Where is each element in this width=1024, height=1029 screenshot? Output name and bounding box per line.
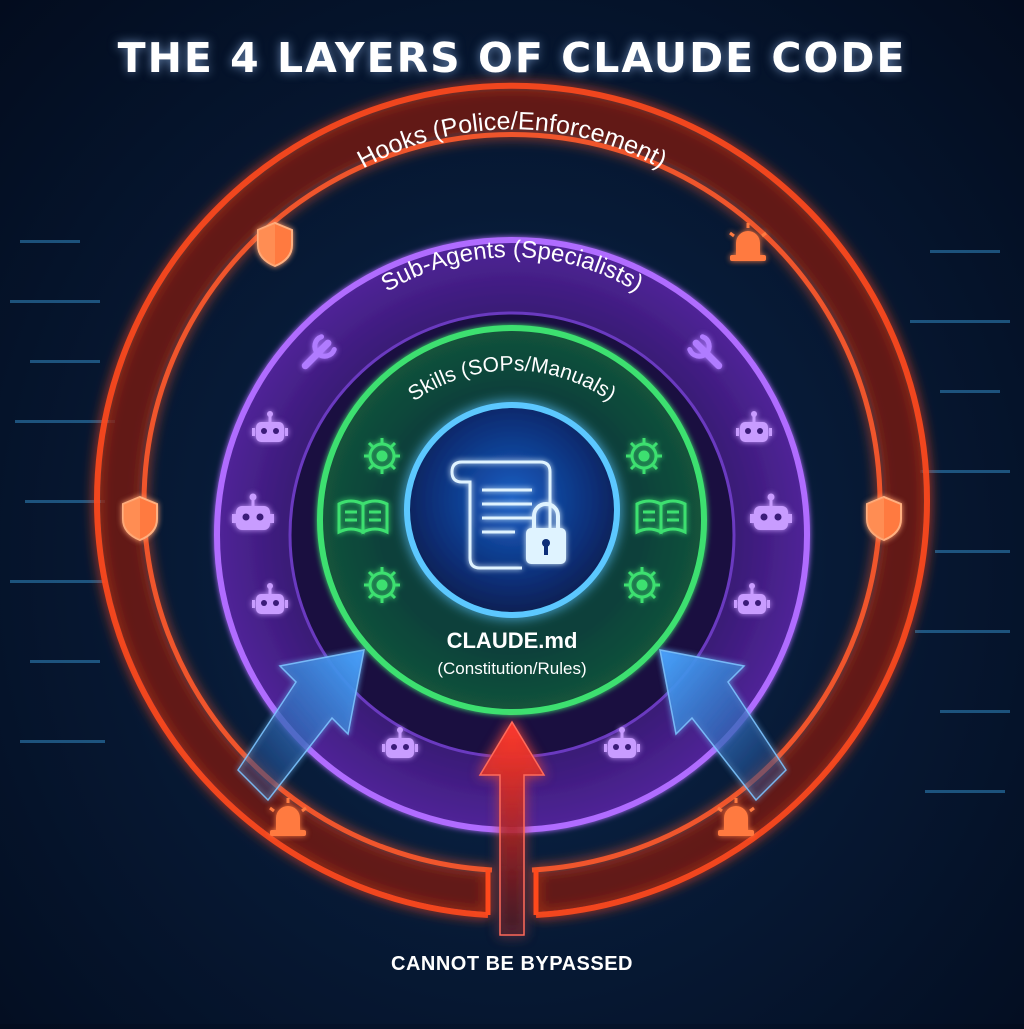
skills-icons — [337, 438, 687, 603]
gear-icon — [364, 438, 400, 474]
robot-icon — [382, 727, 418, 758]
blue-arrow-left — [237, 649, 365, 802]
background-data-streaks — [10, 240, 1010, 793]
red-arrow — [478, 720, 546, 936]
shield-icon — [122, 495, 158, 542]
robot-icon — [604, 727, 640, 758]
core-circle — [404, 402, 620, 618]
core-sublabel: (Constitution/Rules) — [437, 659, 586, 678]
robot-icon — [252, 411, 288, 442]
alarm-icon — [729, 223, 767, 261]
alarm-icon — [269, 798, 307, 836]
blue-arrow-right — [659, 649, 787, 802]
hooks-icons — [122, 221, 902, 836]
core-label: CLAUDE.md — [447, 628, 578, 653]
robot-icon — [252, 583, 288, 614]
page-title: THE 4 LAYERS OF CLAUDE CODE — [117, 34, 907, 82]
book-icon — [635, 499, 687, 535]
shield-icon — [866, 495, 902, 542]
bypass-caption: CANNOT BE BYPASSED — [391, 953, 633, 975]
hooks-ring — [94, 82, 930, 918]
robot-icon — [232, 493, 274, 530]
wrench-icon — [301, 334, 337, 370]
alarm-icon — [717, 798, 755, 836]
gear-icon — [624, 567, 660, 603]
shield-icon — [257, 221, 293, 268]
gear-icon — [364, 567, 400, 603]
book-icon — [337, 499, 389, 535]
robot-icon — [734, 583, 770, 614]
lock-icon — [526, 502, 566, 564]
wrench-icon — [687, 334, 723, 370]
subagents-icons — [232, 334, 792, 758]
gear-icon — [626, 438, 662, 474]
robot-icon — [736, 411, 772, 442]
robot-icon — [750, 493, 792, 530]
scroll-icon — [450, 460, 552, 570]
